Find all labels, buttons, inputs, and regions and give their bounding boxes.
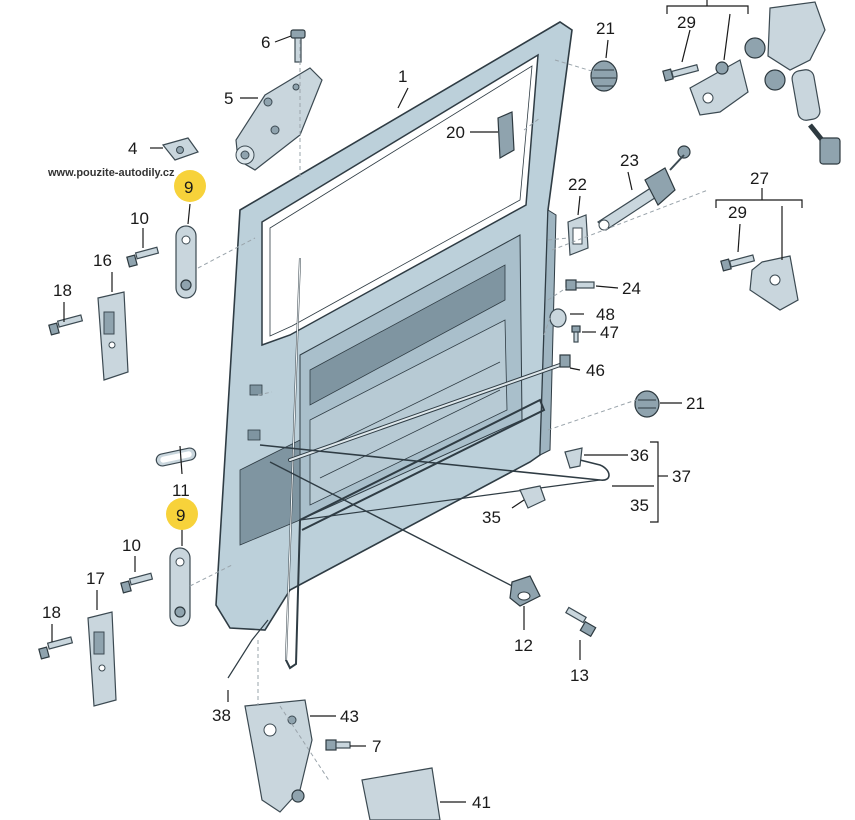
hinge-plate-16: [97, 291, 129, 381]
label-10-upper: 10: [130, 209, 149, 228]
leader-lines: [51, 0, 803, 803]
trim-panel-41: [361, 767, 441, 820]
bolt-7: [325, 739, 351, 751]
guide-bracket-23: [597, 145, 691, 231]
label-10-lower: 10: [122, 536, 141, 555]
label-46: 46: [586, 361, 605, 380]
highlight-marker-9-lower: [166, 498, 198, 530]
hinge-plate-17: [87, 611, 117, 707]
label-13: 13: [570, 666, 589, 685]
check-cable-38: [227, 619, 269, 679]
label-48: 48: [596, 305, 615, 324]
label-18-upper: 18: [53, 281, 72, 300]
bolt-10-lower: [120, 572, 154, 594]
label-35-right: 35: [630, 496, 649, 515]
watermark-text: www.pouzite-autodily.cz: [47, 167, 175, 179]
release-cable: [259, 444, 610, 481]
label-23: 23: [620, 151, 639, 170]
grommet-48: [549, 308, 567, 328]
label-6: 6: [261, 33, 270, 52]
seal-strip-11: [155, 447, 197, 467]
label-47: 47: [600, 323, 619, 342]
label-11: 11: [172, 481, 190, 500]
label-29-lower: 29: [728, 203, 747, 222]
door-lock-actuator: [689, 1, 841, 165]
label-27: 27: [750, 169, 769, 188]
bolt-18-lower: [38, 636, 74, 660]
rod-end-46: [559, 354, 571, 368]
label-41: 41: [472, 793, 491, 812]
label-24: 24: [622, 279, 641, 298]
label-29-upper: 29: [677, 13, 696, 32]
bracket-22: [567, 214, 589, 256]
bolt-13: [565, 606, 597, 638]
label-9-upper: 9: [184, 178, 193, 197]
guide-rod: [288, 363, 562, 462]
label-5: 5: [224, 89, 233, 108]
highlight-marker-9-upper: [174, 170, 206, 202]
hinge-link-9-upper: [175, 225, 197, 299]
striker-27: [749, 255, 799, 311]
label-18-lower: 18: [42, 603, 61, 622]
bolt-29-upper: [662, 64, 700, 82]
label-37: 37: [672, 467, 691, 486]
label-12: 12: [514, 636, 533, 655]
label-4: 4: [128, 139, 137, 158]
label-22: 22: [568, 175, 587, 194]
cable-clip-35: [519, 485, 546, 509]
rubber-buffer-lower: [634, 390, 660, 418]
label-17: 17: [86, 569, 105, 588]
rubber-buffer-upper: [590, 60, 618, 92]
label-9-lower: 9: [176, 506, 185, 525]
sliding-door-panel: [215, 21, 573, 631]
window-guide-20: [497, 111, 515, 160]
cable-clip-36: [564, 447, 583, 469]
washer-plate-4: [161, 137, 199, 161]
label-36: 36: [630, 446, 649, 465]
hinge-link-9-lower: [169, 547, 191, 627]
label-38: 38: [212, 706, 231, 725]
label-1: 1: [398, 67, 407, 86]
label-20: 20: [446, 123, 465, 142]
release-cable-inner: [299, 479, 601, 521]
bolt-18-upper: [48, 314, 84, 336]
clip-47: [571, 325, 581, 343]
label-7: 7: [372, 737, 381, 756]
label-21-lower: 21: [686, 394, 705, 413]
bolt-24: [565, 279, 595, 291]
label-21-upper: 21: [596, 19, 615, 38]
lower-link-rod: [269, 461, 521, 591]
label-16: 16: [93, 251, 112, 270]
label-35-left: 35: [482, 508, 501, 527]
part-number-labels: 1 4 5 6 9 9 10 10 11 12 13 16 17 18 18 2…: [42, 13, 769, 812]
bolt-6: [290, 29, 306, 63]
label-43: 43: [340, 707, 359, 726]
assembly-dash-lines: [189, 40, 709, 783]
guide-block-12: [509, 575, 541, 607]
lower-hinge-43: [244, 699, 313, 813]
bolt-29-lower: [720, 254, 756, 272]
upper-hinge-bracket: [235, 67, 323, 171]
bolt-10-upper: [126, 246, 160, 268]
